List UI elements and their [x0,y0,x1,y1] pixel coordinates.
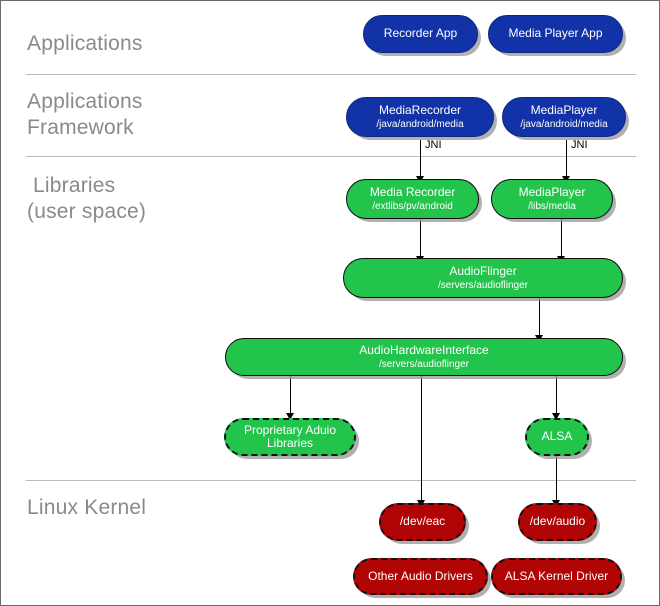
connector-ahi-to-alsa [556,376,557,418]
layer-label-linux-kernel: Linux Kernel [27,496,147,519]
connector-ahi-to-dev-eac [421,376,422,504]
divider-framework [26,156,636,157]
node-mediaplayer-framework-title: MediaPlayer [530,103,598,118]
node-dev-eac-title: /dev/eac [399,514,446,529]
node-mediaplayer-lib[interactable]: MediaPlayer /libs/media [491,179,613,219]
node-alsa-title: ALSA [541,429,573,444]
connector-ahi-to-proprietary [290,376,291,418]
node-recorder-app[interactable]: Recorder App [363,15,478,53]
connector-mediarecorderlib-to-audioflinger [420,219,421,259]
connector-mediaplayer-to-lib [566,140,567,178]
connector-alsa-to-dev-audio [556,456,557,504]
node-mediaplayer-framework[interactable]: MediaPlayer /java/android/media [502,97,626,137]
connector-mediaplayerlib-to-audioflinger [561,219,562,259]
arrowhead-ahi-to-alsa [552,413,560,420]
layer-label-applications: Applications [27,32,143,55]
node-media-player-app[interactable]: Media Player App [488,15,623,53]
node-mediarecorder-framework-subtitle: /java/android/media [376,118,464,130]
node-audiohardwareinterface[interactable]: AudioHardwareInterface /servers/audiofli… [225,338,623,376]
node-media-recorder-lib-subtitle: /extlibs/pv/android [372,200,453,212]
node-proprietary-audio-libs-subtitle: Libraries [266,436,314,450]
node-other-audio-drivers[interactable]: Other Audio Drivers [353,558,488,595]
node-media-recorder-lib[interactable]: Media Recorder /extlibs/pv/android [346,179,479,219]
connector-audioflinger-to-audiohardwareinterface [539,298,540,340]
connector-mediarecorder-to-lib [420,140,421,178]
node-audiohardwareinterface-subtitle: /servers/audioflinger [378,358,470,370]
layer-label-libraries: Libraries (user space) [27,174,147,223]
node-dev-eac[interactable]: /dev/eac [379,503,466,541]
node-other-audio-drivers-title: Other Audio Drivers [368,568,473,583]
node-alsa-kernel-driver-title: ALSA Kernel Driver [504,568,609,583]
node-mediarecorder-framework[interactable]: MediaRecorder /java/android/media [346,97,494,137]
node-mediarecorder-framework-title: MediaRecorder [378,103,462,118]
node-proprietary-audio-libs[interactable]: Proprietary Aduio Libraries [224,418,356,456]
node-proprietary-audio-libs-title: Proprietary Aduio [243,422,337,437]
node-alsa-kernel-driver[interactable]: ALSA Kernel Driver [491,558,622,595]
divider-kernel [26,480,636,481]
layer-label-applications-framework: Applications Framework [27,90,143,139]
edge-label-jni-player: JNI [571,139,588,151]
node-recorder-app-title: Recorder App [383,26,458,41]
node-media-player-app-title: Media Player App [508,26,603,41]
node-media-recorder-lib-title: Media Recorder [369,185,456,200]
edge-label-jni-recorder: JNI [425,139,442,151]
arrowhead-ahi-to-proprietary [286,413,294,420]
node-audiohardwareinterface-title: AudioHardwareInterface [359,343,489,358]
node-audioflinger-title: AudioFlinger [449,264,517,279]
node-audioflinger[interactable]: AudioFlinger /servers/audioflinger [343,258,623,298]
node-mediaplayer-framework-subtitle: /java/android/media [520,118,608,130]
node-dev-audio[interactable]: /dev/audio [518,503,597,541]
node-dev-audio-title: /dev/audio [529,514,586,529]
divider-applications [26,74,636,75]
node-audioflinger-subtitle: /servers/audioflinger [437,279,529,291]
node-mediaplayer-lib-title: MediaPlayer [518,185,586,200]
node-alsa[interactable]: ALSA [525,418,589,456]
node-mediaplayer-lib-subtitle: /libs/media [528,200,576,212]
